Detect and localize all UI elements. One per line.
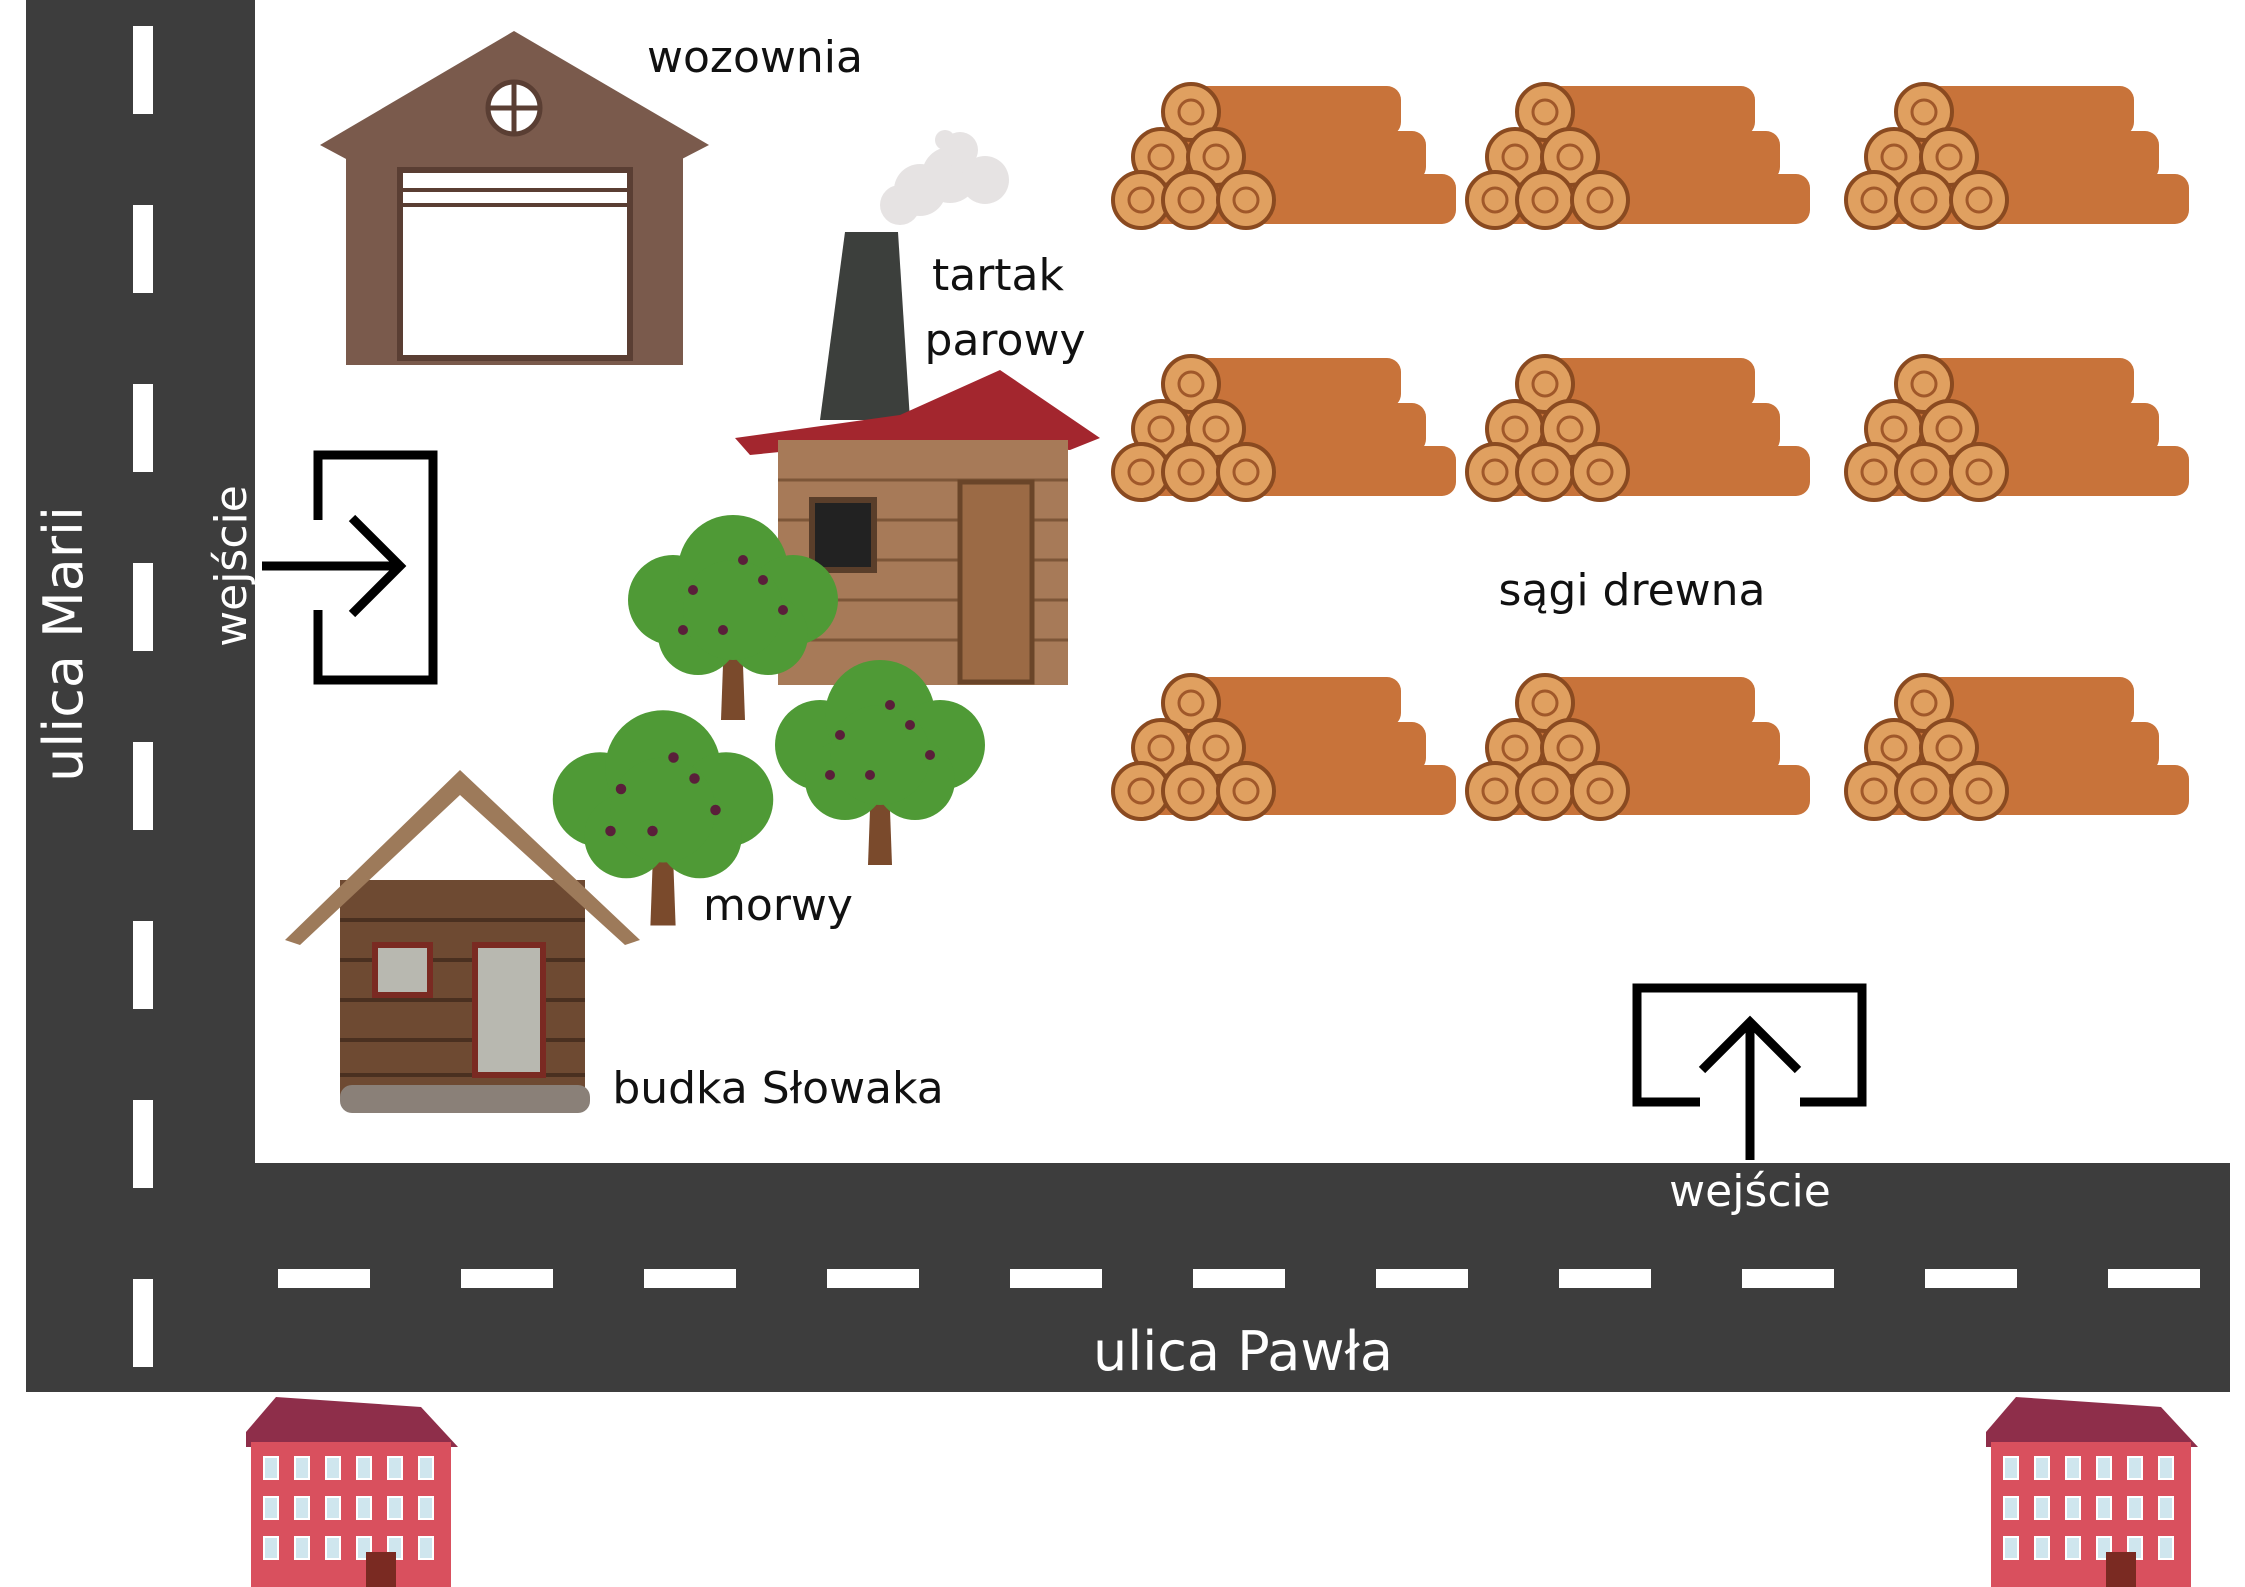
lane-dash: [133, 563, 153, 651]
lane-dash: [278, 1269, 370, 1288]
woodpile: [1111, 82, 1456, 230]
steam-sawmill-illustration: [735, 130, 1100, 685]
woodpile: [1111, 673, 1456, 821]
garage-illustration: [320, 31, 709, 365]
cabin-illustration: [285, 770, 640, 1113]
street-label-horizontal: ulica Pawła: [1093, 1320, 1393, 1383]
lane-dash: [2108, 1269, 2200, 1288]
entrance-left-label: wejście: [206, 485, 257, 647]
vertical-lane-markings: [133, 26, 153, 1367]
lane-dash: [1010, 1269, 1102, 1288]
enter-arrow-icon: [1632, 983, 1867, 1160]
woodpile: [1844, 82, 2189, 230]
woodpile: [1844, 673, 2189, 821]
lane-dash: [133, 921, 153, 1009]
woodpile: [1844, 354, 2189, 502]
lane-dash: [133, 1100, 153, 1188]
mulberry-tree: [775, 660, 985, 865]
lane-dash: [133, 1279, 153, 1367]
woodpile: [1465, 673, 1810, 821]
cabin-label: budka Słowaka: [612, 1063, 943, 1114]
lane-dash: [827, 1269, 919, 1288]
buildings-below-street: [246, 1397, 2198, 1587]
sawmill-label-line2: parowy: [925, 315, 1086, 366]
pink-building: [1986, 1397, 2198, 1587]
woodpiles: [1111, 82, 2189, 821]
mulberry-tree: [628, 515, 838, 720]
mulberry-trees: [552, 515, 985, 926]
horizontal-lane-markings: [278, 1269, 2200, 1288]
lane-dash: [461, 1269, 553, 1288]
lane-dash: [133, 742, 153, 830]
enter-arrow-icon: [262, 450, 438, 685]
lane-dash: [1559, 1269, 1651, 1288]
woodpile: [1111, 354, 1456, 502]
woodpile: [1465, 354, 1810, 502]
lane-dash: [1742, 1269, 1834, 1288]
entrance-bottom-label: wejście: [1669, 1166, 1831, 1217]
woodpiles-label: sągi drewna: [1499, 565, 1766, 616]
lane-dash: [1193, 1269, 1285, 1288]
lane-dash: [644, 1269, 736, 1288]
lane-dash: [1925, 1269, 2017, 1288]
street-label-vertical: ulica Marii: [32, 506, 95, 782]
mulberry-tree: [552, 710, 774, 926]
lane-dash: [1376, 1269, 1468, 1288]
lane-dash: [133, 205, 153, 293]
pink-building: [246, 1397, 458, 1587]
woodpile: [1465, 82, 1810, 230]
sawmill-label-line1: tartak: [932, 250, 1065, 301]
garage-label: wozownia: [647, 32, 863, 83]
trees-label: morwy: [703, 880, 853, 931]
lane-dash: [133, 384, 153, 472]
lane-dash: [133, 26, 153, 114]
